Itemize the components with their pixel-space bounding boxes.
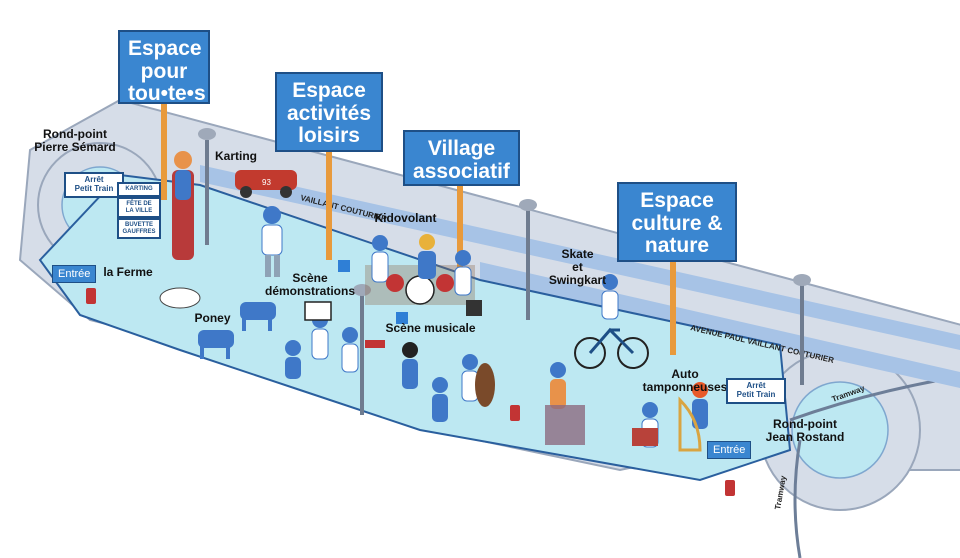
figure-icon — [432, 377, 448, 422]
fire-hydrant-icon — [510, 405, 520, 421]
small-sign-buvette: BUVETTE GAUFFRES — [117, 218, 161, 240]
speaker-icon — [466, 300, 482, 316]
boombox-icon — [304, 301, 332, 321]
fire-hydrant-icon — [725, 480, 735, 496]
lamp-post — [353, 284, 371, 415]
figure-icon — [341, 327, 359, 373]
drum-icon — [386, 274, 404, 292]
crate-stack — [545, 405, 585, 445]
pony-icon — [198, 330, 234, 359]
figure-icon — [174, 151, 192, 200]
tramway-bottom-line — [793, 439, 802, 558]
label-scene-demo: Scène démonstrations — [264, 271, 355, 299]
marker-square — [396, 312, 408, 324]
small-sign-fete: FÊTE DE LA VILLE — [117, 197, 161, 219]
figure-icon — [402, 342, 418, 389]
petit-train-stop-left: Arrêt Petit Train — [64, 172, 124, 198]
swan-icon — [159, 287, 201, 309]
fire-hydrant-icon — [86, 288, 96, 304]
figure-icon — [550, 362, 566, 409]
red-marker — [365, 340, 385, 348]
zone-sign-village: Village associatif — [403, 130, 520, 186]
label-rond-point-semard: Rond-point Pierre Sémard — [34, 127, 116, 155]
double-bass-icon — [475, 363, 495, 407]
karting-car-icon — [235, 170, 297, 198]
jersey-number: 93 — [262, 178, 271, 187]
rond-point-rostand-island — [791, 381, 889, 479]
entrance-left: Entrée — [52, 265, 97, 283]
label-karting: Karting — [215, 149, 257, 163]
entrance-right: Entrée — [707, 441, 752, 459]
small-sign-karting: KARTING — [117, 182, 161, 197]
figure-icon — [285, 340, 301, 379]
figure-icon — [418, 234, 436, 279]
tramway-label-bottom: Tramway — [773, 475, 788, 511]
avenue-top-band — [200, 165, 960, 350]
figure-icon — [261, 206, 283, 277]
zone-sign-activites: Espace activités loisirs — [275, 72, 383, 152]
label-skate: Skate et Swingkart — [548, 247, 607, 288]
lamp-post — [198, 128, 216, 245]
sign-pole — [670, 255, 676, 355]
figure-icon — [601, 274, 619, 320]
lamp-post — [519, 199, 537, 320]
label-la-ferme: la Ferme — [103, 265, 153, 279]
figure-icon — [461, 354, 479, 402]
figure-icon — [371, 235, 389, 283]
sign-pole — [457, 180, 463, 280]
label-auto-tamponneuses: Auto tamponneuses — [642, 367, 728, 395]
lamp-post — [793, 274, 811, 385]
bicycle-icon — [574, 327, 649, 369]
label-rond-point-rostand: Rond-point Jean Rostand — [765, 417, 845, 445]
petit-train-stop-right: Arrêt Petit Train — [726, 378, 786, 404]
tramway-right-line — [789, 378, 941, 422]
zone-sign-pour-toutes: Espace pour tou•te•s — [118, 30, 210, 105]
label-kidovolant: Kidovolant — [374, 211, 437, 225]
label-scene-musicale: Scène musicale — [385, 321, 476, 335]
avenue-bottom-band — [480, 262, 960, 388]
pony-icon — [240, 302, 276, 331]
drum-icon — [436, 274, 454, 292]
harp-icon — [678, 396, 702, 452]
sign-pole — [326, 145, 332, 260]
park-area — [38, 173, 792, 482]
sign-pole — [161, 90, 167, 200]
marker-square — [338, 260, 350, 272]
zone-sign-culture: Espace culture & nature — [617, 182, 737, 262]
label-poney: Poney — [194, 311, 231, 325]
figure-icon — [454, 250, 472, 296]
accordion-icon — [632, 428, 658, 446]
